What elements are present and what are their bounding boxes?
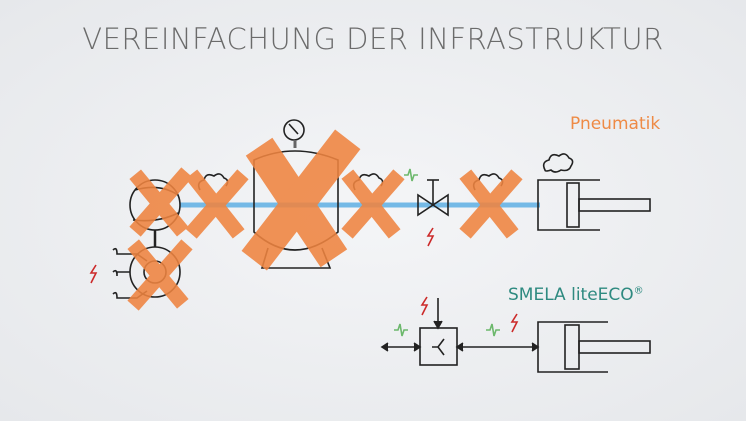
control-signal-icon [394, 323, 408, 337]
electric-signal-icon [89, 264, 98, 284]
pneumatic-cylinder-icon [537, 179, 651, 231]
registered-mark: ® [633, 285, 644, 297]
cross-compressor [129, 167, 193, 237]
electric-signal-icon [510, 313, 519, 333]
electric-signal-icon [420, 296, 429, 316]
electric-signal-icon [426, 227, 435, 247]
pneumatic-label: Pneumatik [570, 114, 661, 134]
valve-icon [417, 179, 449, 217]
smela-label-text: SMELA liteECO [508, 285, 634, 305]
electric-cylinder-icon [537, 321, 651, 373]
controller-box [419, 327, 458, 366]
strike-through-marks [127, 129, 523, 311]
cross-regulator [459, 169, 523, 239]
cross-motor [127, 239, 193, 311]
cross-dryer [185, 169, 249, 239]
slide-title: VEREINFACHUNG DER INFRASTRUKTUR [82, 22, 664, 56]
control-signal-icon [404, 168, 418, 182]
electric-diagram [380, 296, 651, 373]
cross-tank [241, 129, 361, 271]
cross-filter [341, 169, 405, 239]
control-signal-icon [486, 323, 500, 337]
smela-liteeco-label: SMELA liteECO® [508, 285, 644, 305]
